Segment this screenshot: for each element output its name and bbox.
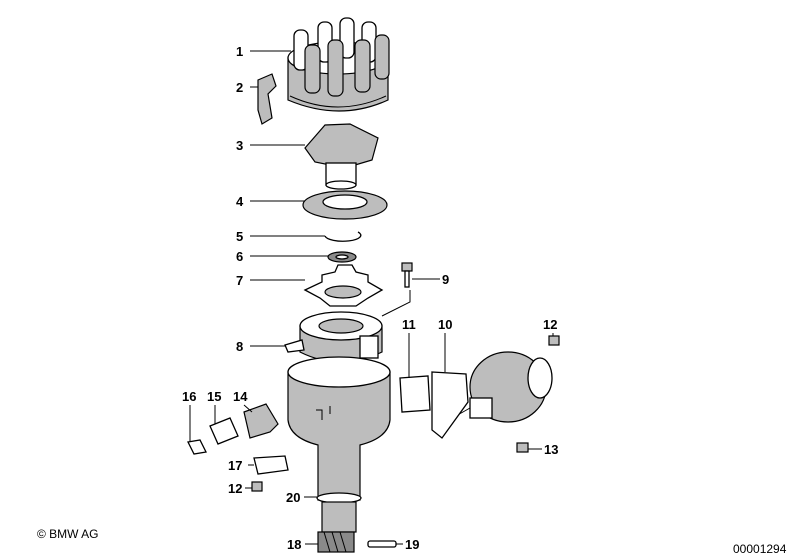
drawing-number: 00001294: [733, 542, 787, 556]
leader-lines: [189, 50, 554, 545]
distributor-housing: [287, 356, 391, 501]
bolt: [516, 442, 529, 453]
roll-pin: [367, 540, 397, 548]
callout-13: 13: [544, 442, 558, 457]
callout-15: 15: [207, 389, 221, 404]
callout-4: 4: [236, 194, 244, 209]
callout-12-lower: 12: [228, 481, 242, 496]
shaft: [321, 501, 357, 533]
callout-18: 18: [287, 537, 301, 552]
circlip: [324, 231, 362, 242]
spring-clip: [187, 439, 207, 455]
cap-clip: [257, 73, 277, 125]
capacitor: [243, 403, 279, 439]
callout-2: 2: [236, 80, 243, 95]
callout-19: 19: [405, 537, 419, 552]
callout-5: 5: [236, 229, 243, 244]
callout-11: 11: [402, 317, 416, 332]
distributor-cap: [287, 17, 390, 112]
callout-14: 14: [233, 389, 248, 404]
vacuum-unit: [439, 351, 553, 426]
callout-17: 17: [228, 458, 242, 473]
screw: [401, 262, 413, 288]
dust-cover: [302, 190, 388, 220]
callout-labels: 1 2 3 4 5 6 7 8 9 10 11 12 12 13 14 15 1…: [182, 44, 558, 552]
rotor: [304, 123, 379, 190]
callout-10: 10: [438, 317, 452, 332]
callout-20: 20: [286, 490, 300, 505]
copyright-text: © BMW AG: [37, 527, 99, 541]
callout-1: 1: [236, 44, 243, 59]
drive-gear: [317, 531, 355, 553]
pickup-assembly: [284, 311, 383, 363]
callout-12-upper: 12: [543, 317, 557, 332]
gasket-small: [209, 417, 239, 445]
callout-8: 8: [236, 339, 243, 354]
screw-lower: [251, 481, 263, 492]
callout-9: 9: [442, 272, 449, 287]
callout-3: 3: [236, 138, 243, 153]
vacuum-gasket: [431, 371, 469, 439]
trigger-wheel: [303, 264, 384, 307]
washer: [327, 251, 357, 263]
vacuum-bracket: [399, 375, 431, 413]
callout-6: 6: [236, 249, 243, 264]
bracket-small: [253, 455, 289, 475]
callout-7: 7: [236, 273, 243, 288]
callout-16: 16: [182, 389, 196, 404]
screw-upper: [548, 335, 560, 346]
